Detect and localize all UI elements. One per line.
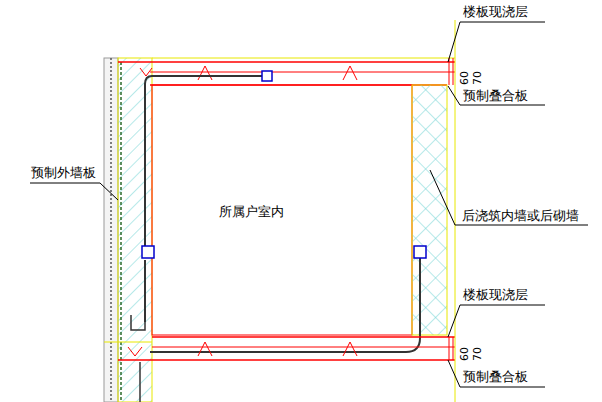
- slab-label: 楼板现浇层: [462, 288, 529, 302]
- dimension-number: 60: [459, 346, 471, 362]
- dimension-number: 70: [472, 70, 484, 86]
- slab-label: 预制叠合板: [462, 89, 529, 103]
- slab-label: 楼板现浇层: [462, 5, 529, 19]
- room-label: 所属户室内: [218, 205, 285, 219]
- wall-label: 预制外墙板: [30, 166, 97, 180]
- dimension-number: 70: [472, 346, 484, 362]
- wall-label: 后浇筑内墙或后砌墙: [461, 209, 580, 223]
- slab-label: 预制叠合板: [462, 370, 529, 384]
- dimension-number: 60: [459, 70, 471, 86]
